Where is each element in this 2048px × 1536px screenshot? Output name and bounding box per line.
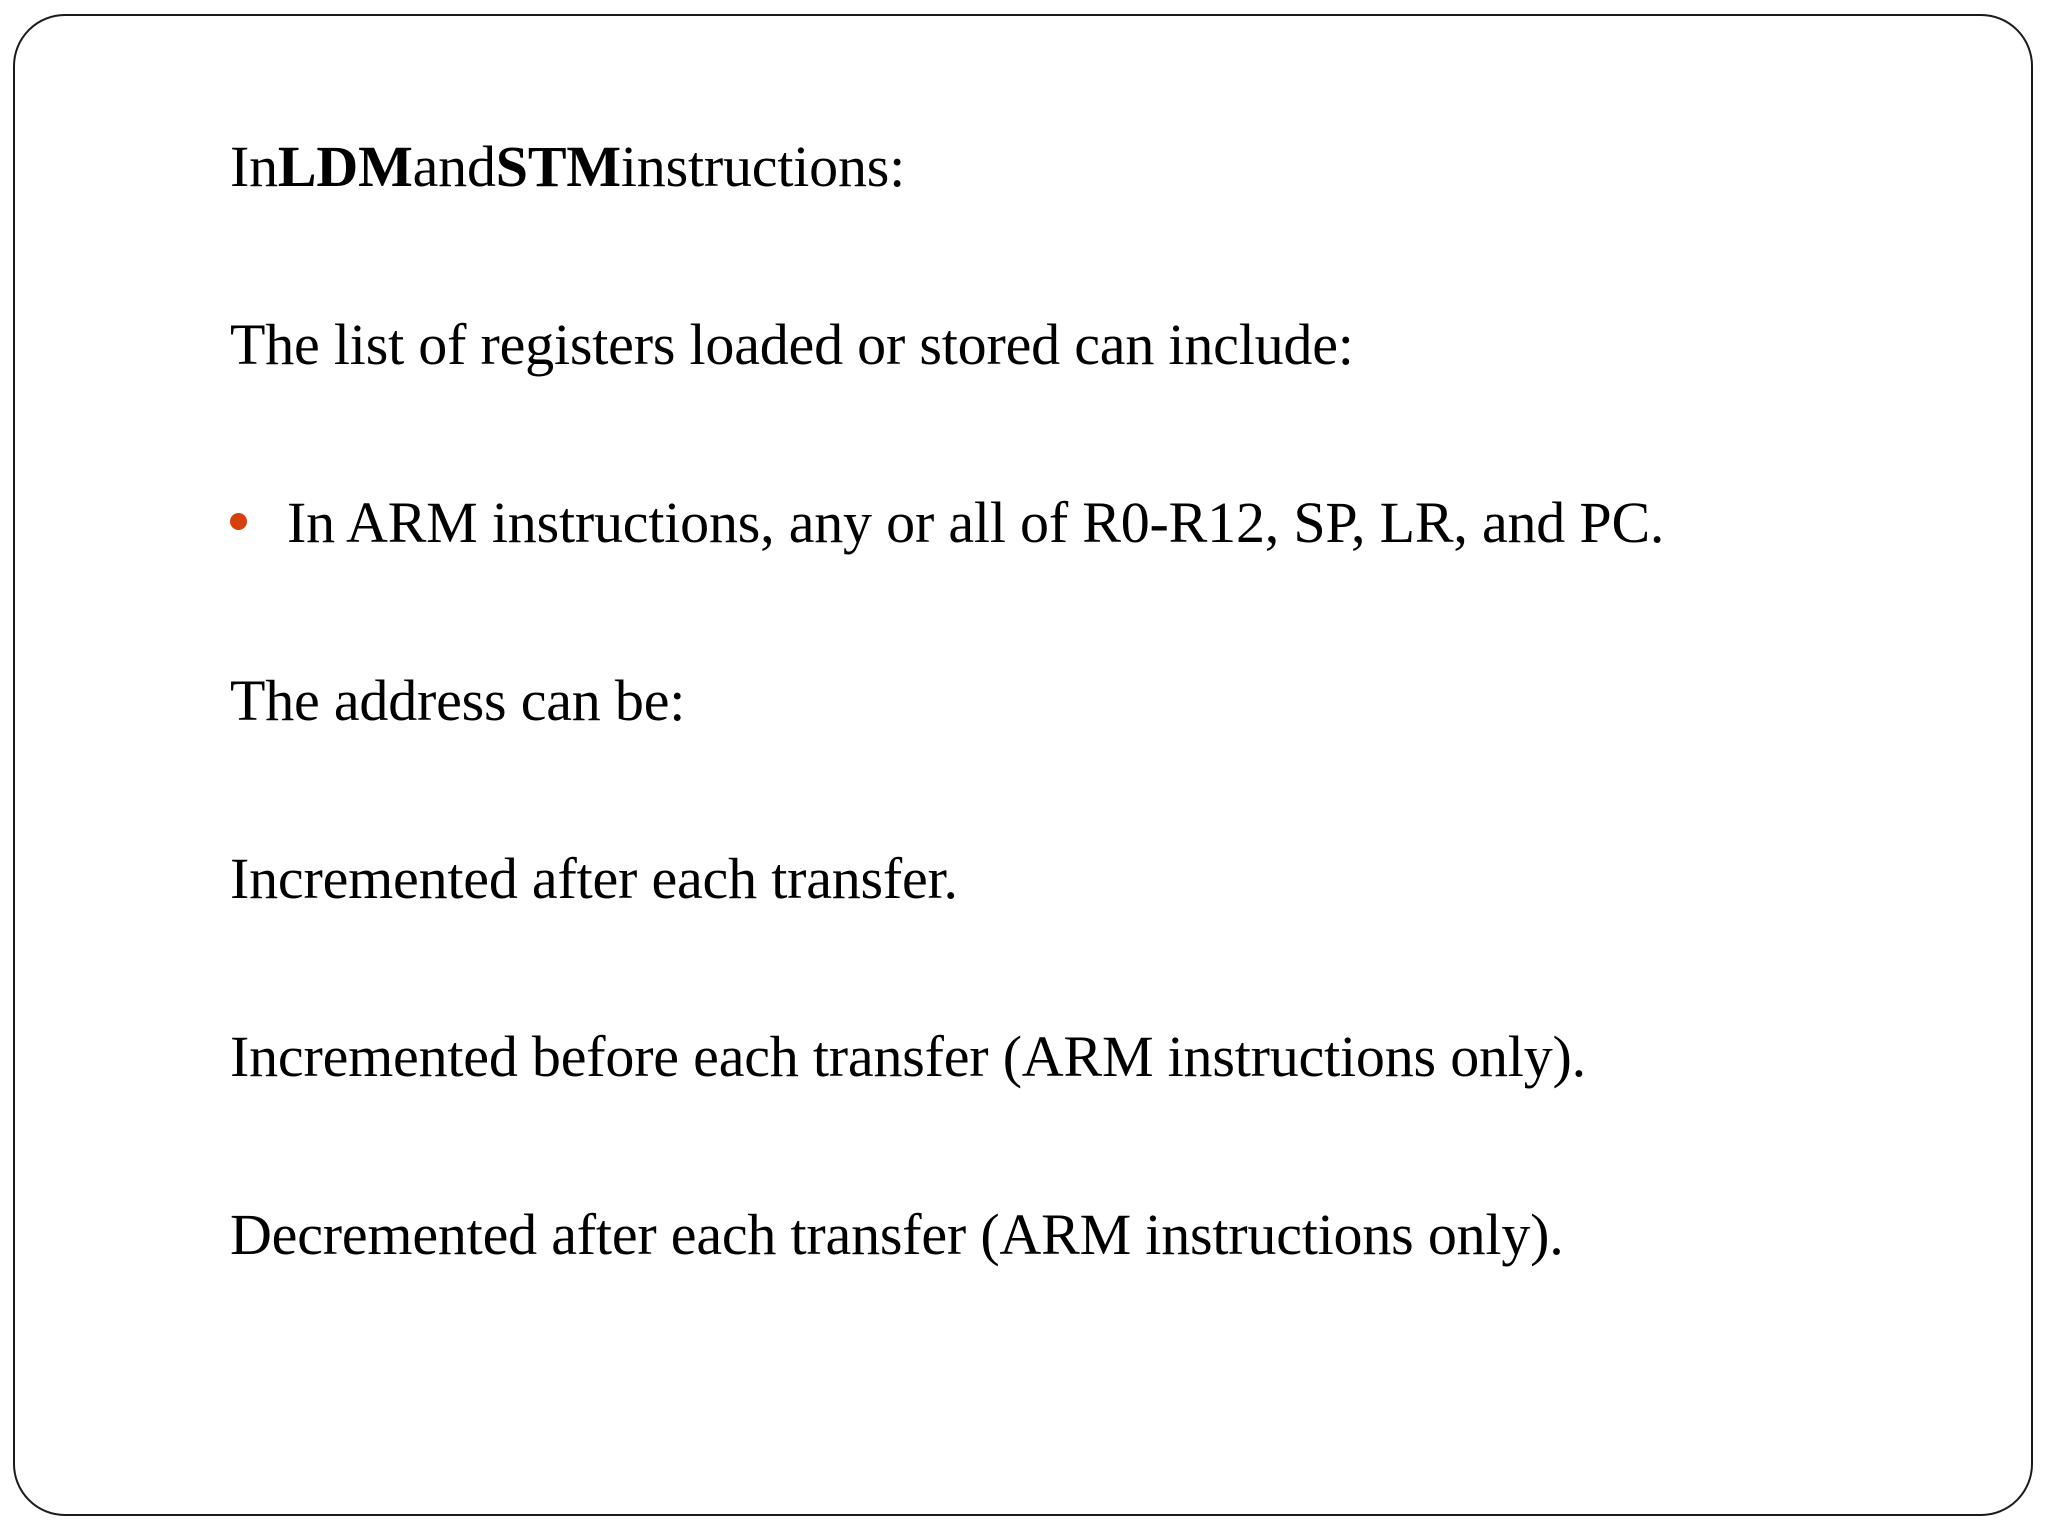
- bullet-list-item-arm-registers: In ARM instructions, any or all of R0-R1…: [230, 434, 1971, 612]
- ldm-keyword: LDM: [277, 134, 413, 199]
- intro-suffix: instructions:: [620, 134, 906, 199]
- text-line-register-list-heading: The list of registers loaded or stored c…: [230, 312, 1354, 377]
- text-line-address-heading: The address can be:: [230, 668, 686, 733]
- stm-keyword: STM: [495, 134, 621, 199]
- slide-frame: In LDM and STM instructions: The list of…: [13, 14, 2033, 1516]
- text-line-increment-before: Incremented before each transfer (ARM in…: [230, 1024, 1586, 1089]
- text-line-intro: In LDM and STM instructions:: [230, 78, 1971, 256]
- intro-conjunction: and: [412, 134, 496, 199]
- intro-prefix: In: [230, 134, 278, 199]
- text-line-increment-after: Incremented after each transfer.: [230, 846, 958, 911]
- bullet-item-label: In ARM instructions, any or all of R0-R1…: [287, 490, 1665, 555]
- slide-content: In LDM and STM instructions: The list of…: [230, 78, 1971, 1324]
- text-line-decrement-after: Decremented after each transfer (ARM ins…: [230, 1202, 1564, 1267]
- bullet-dot-icon: [230, 512, 247, 530]
